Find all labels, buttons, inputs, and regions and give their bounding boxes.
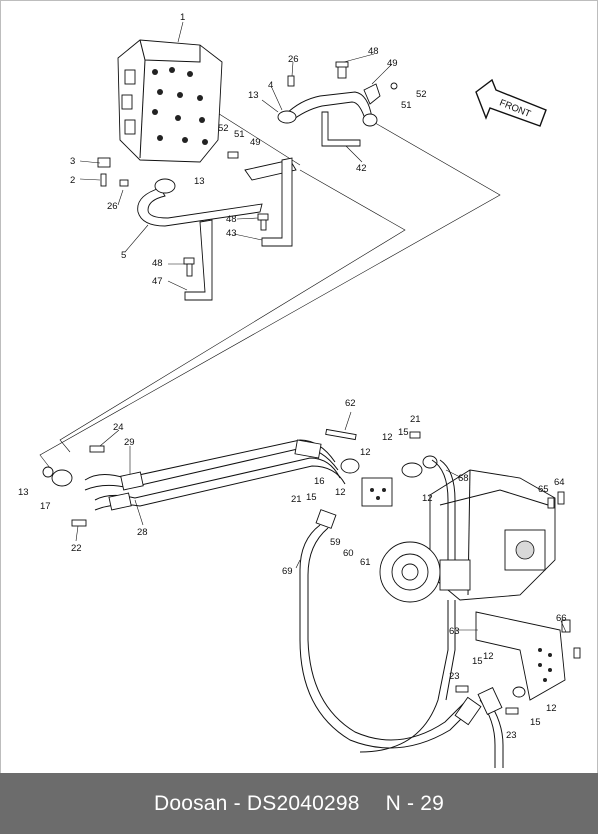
callout-26b: 26 (107, 201, 118, 212)
assembly-outline-lines (39, 104, 501, 469)
callout-17: 17 (40, 501, 51, 512)
callout-51a: 51 (401, 100, 412, 111)
callout-15d: 15 (530, 717, 541, 728)
bracket-63 (455, 611, 581, 715)
exploded-parts-diagram: FRONT 1 2 3 4 5 12 12 12 (18, 12, 581, 768)
callout-15a: 15 (398, 427, 409, 438)
footer-brand: Doosan (153, 791, 228, 815)
callout-2: 2 (70, 175, 75, 186)
callout-12a: 12 (382, 432, 393, 443)
callout-12c: 12 (422, 493, 433, 504)
callout-numbers: 1 2 3 4 5 12 12 12 12 12 12 13 13 13 15 … (18, 12, 567, 741)
callout-13a: 13 (248, 90, 259, 101)
callout-leaders (75, 21, 567, 633)
callout-4: 4 (268, 80, 273, 91)
callout-48c: 48 (152, 258, 163, 269)
callout-59: 59 (330, 537, 341, 548)
callout-21b: 21 (291, 494, 302, 505)
callout-64: 64 (554, 477, 565, 488)
callout-66: 66 (556, 613, 567, 624)
callout-63: 63 (449, 626, 460, 637)
callout-47: 47 (152, 276, 163, 287)
callout-29: 29 (124, 437, 135, 448)
control-valve (117, 39, 223, 163)
callout-13c: 13 (18, 487, 29, 498)
lower-left-pipe-assembly (97, 151, 297, 301)
callout-15c: 15 (472, 656, 483, 667)
footer-part-number: DS2040298 (246, 791, 360, 815)
callout-23b: 23 (506, 730, 517, 741)
callout-12f: 12 (546, 703, 557, 714)
callout-49b: 49 (250, 137, 261, 148)
callout-26a: 26 (288, 54, 299, 65)
callout-12d: 12 (335, 487, 346, 498)
callout-3: 3 (70, 156, 75, 167)
callout-21a: 21 (410, 414, 421, 425)
front-direction-arrow: FRONT (475, 78, 547, 127)
footer-bar: Doosan - DS2040298 N - 29 (0, 773, 598, 834)
hose-assembly-upper (42, 428, 357, 527)
callout-49a: 49 (387, 58, 398, 69)
callout-5: 5 (121, 250, 126, 261)
callout-42: 42 (356, 163, 367, 174)
callout-60: 60 (343, 548, 354, 559)
footer-page: N - 29 (385, 791, 444, 815)
footer-separator: - (233, 791, 241, 815)
hydraulic-pump (340, 431, 565, 603)
callout-62: 62 (345, 398, 356, 409)
callout-22: 22 (71, 543, 82, 554)
callout-13b: 13 (194, 176, 205, 187)
callout-52b: 52 (218, 123, 229, 134)
upper-pipe-assembly (277, 61, 398, 147)
callout-23a: 23 (449, 671, 460, 682)
callout-43: 43 (226, 228, 237, 239)
callout-12b: 12 (360, 447, 371, 458)
callout-48a: 48 (368, 46, 379, 57)
callout-1: 1 (180, 12, 185, 23)
hose-68 (359, 459, 456, 753)
callout-16: 16 (314, 476, 325, 487)
callout-51b: 51 (234, 129, 245, 140)
callout-24: 24 (113, 422, 124, 433)
callout-15b: 15 (306, 492, 317, 503)
callout-65: 65 (538, 484, 549, 495)
callout-69: 69 (282, 566, 293, 577)
callout-48b: 48 (226, 214, 237, 225)
callout-28: 28 (137, 527, 148, 538)
callout-12e: 12 (483, 651, 494, 662)
hose-69 (299, 509, 504, 768)
callout-52a: 52 (416, 89, 427, 100)
callout-61: 61 (360, 557, 371, 568)
callout-68: 68 (458, 473, 469, 484)
